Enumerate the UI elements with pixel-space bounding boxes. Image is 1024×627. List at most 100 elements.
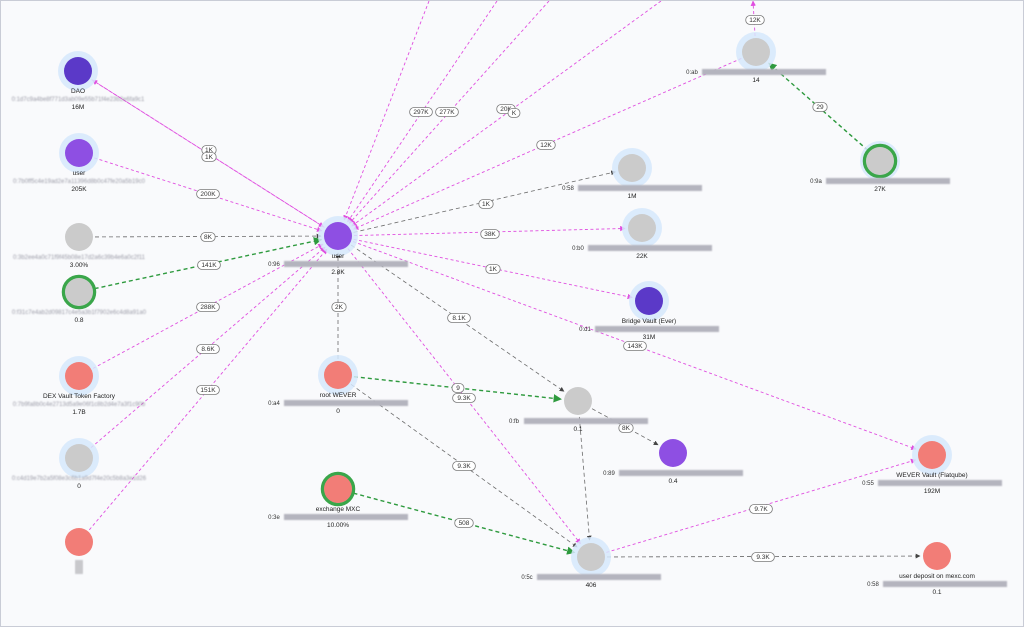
edge-label-ring_l-to-user_center: 141K — [197, 260, 221, 270]
edge-label-root_wever-to-n01: 9 — [451, 383, 465, 393]
node-address: 0:5c — [521, 574, 661, 581]
node-address: 0:f31c7e4ab2d09817c4e5a3b1f7902e6c4d8a91… — [12, 310, 147, 316]
node-name: user — [332, 253, 345, 260]
edge-label-text: 1K — [482, 201, 491, 208]
node-value: 0.8 — [74, 317, 83, 324]
node-circle[interactable] — [866, 147, 894, 175]
node-circle[interactable] — [659, 439, 687, 467]
edge-n01-to-n406[interactable] — [578, 416, 592, 541]
node-name: DAO — [71, 88, 85, 95]
node-salmon_bl[interactable] — [65, 528, 93, 574]
edge-user_center-to-dao[interactable] — [91, 79, 325, 228]
edge-root_wever-to-n406[interactable] — [350, 384, 578, 548]
edge-label-user_center-to-bridge: 1K — [485, 264, 501, 274]
node-address: 0:7b9fa8b0c4e2713d5a9e06f1c8b2d4e7a3f1c9… — [13, 402, 146, 408]
node-circle[interactable] — [628, 214, 656, 242]
node-dex_factory[interactable]: DEX Vault Token Factory0:7b9fa8b0c4e2713… — [13, 356, 146, 416]
node-ring — [320, 471, 356, 507]
node-value: 0.4 — [668, 478, 677, 485]
edge-label-user_center-to-flatqube: 143K — [623, 341, 647, 351]
edge-dao-to-user_center[interactable] — [91, 79, 325, 228]
edge-top_a-to-user_center[interactable] — [343, 1, 430, 221]
node-circle[interactable] — [635, 287, 663, 315]
edge-label-text: 200K — [200, 191, 216, 198]
node-address-text: 0:5c — [521, 575, 532, 581]
node-address-text: 0:55 — [862, 481, 874, 487]
node-gray_l1[interactable]: 0:3b2ee4a0c71f9f45b08e17d2a6c39b4e6a0c2f… — [13, 223, 146, 269]
node-value: 22K — [636, 253, 648, 260]
edge-user_center-to-flatqube[interactable] — [352, 241, 917, 450]
node-circle[interactable] — [65, 528, 93, 556]
node-value: 205K — [71, 186, 87, 193]
node-address: 0:b0 — [572, 245, 712, 252]
node-gray_l2[interactable]: 0:c4d19e7b2a5f08e3c6b1a9d7f4e20c5b8a3e1d… — [12, 438, 147, 490]
node-address-text: 0:96 — [268, 262, 280, 268]
edge-user_l1-to-user_center[interactable] — [94, 157, 323, 232]
node-circle[interactable] — [918, 441, 946, 469]
edge-user_center-to-bridge[interactable] — [353, 238, 633, 300]
node-circle[interactable] — [64, 57, 92, 85]
node-circle[interactable] — [564, 387, 592, 415]
node-circle[interactable] — [324, 475, 352, 503]
node-ring — [862, 143, 898, 179]
node-address-redacted — [284, 261, 408, 267]
node-user_l1[interactable]: user0:7b0ff5c4e19ad2e7a11396d8b0c47fe20a… — [13, 133, 146, 193]
edge-label-text: 1K — [489, 266, 498, 273]
edge-label-user_center-to-dao: 1K — [201, 152, 217, 162]
edge-label-text: 1K — [205, 147, 214, 154]
node-address: 0:3b2ee4a0c71f9f45b08e17d2a6c39b4e6a0c2f… — [13, 255, 146, 261]
edge-label-n27k-to-n14: 29 — [812, 102, 828, 112]
edge-label-root_wever-to-user_center: 2K — [331, 302, 347, 312]
node-address-text: 0:1d7c9a4be8f771d3ab09e55b71f4e23b2e6fa9… — [12, 97, 145, 103]
node-value: 1M — [627, 193, 636, 200]
node-ring_l[interactable]: 0:f31c7e4ab2d09817c4e5a3b1f7902e6c4d8a91… — [12, 274, 147, 325]
edge-label-text: 8K — [204, 234, 213, 241]
node-n01[interactable]: 0:fb0.1 — [509, 387, 648, 433]
node-circle[interactable] — [324, 222, 352, 250]
node-address: 0:a4 — [268, 400, 408, 407]
node-address: 0:d1 — [579, 326, 719, 333]
edge-user_center-to-n22k[interactable] — [353, 225, 626, 237]
node-address-text: 0:58 — [867, 582, 879, 588]
edge-label-text: 2K — [335, 304, 344, 311]
node-circle[interactable] — [65, 362, 93, 390]
node-circle[interactable] — [65, 223, 93, 251]
node-circle[interactable] — [65, 139, 93, 167]
node-circle[interactable] — [618, 154, 646, 182]
edge-label-n01-to-n406: 9.3K — [452, 461, 476, 471]
node-address-text: 0:a4 — [268, 401, 280, 407]
node-circle[interactable] — [577, 543, 605, 571]
node-address: 0:96 — [268, 261, 408, 268]
node-name: root WEVER — [320, 392, 357, 399]
node-name: user — [73, 170, 86, 177]
edge-label-text: 9.3K — [457, 463, 471, 470]
node-name: user deposit on mexc.com — [899, 573, 975, 580]
node-circle[interactable] — [324, 361, 352, 389]
node-circle[interactable] — [742, 38, 770, 66]
edge-label-text: 1K — [205, 154, 214, 161]
node-circle[interactable] — [65, 444, 93, 472]
node-address-redacted — [595, 326, 719, 332]
node-circle[interactable] — [65, 278, 93, 306]
node-address-redacted — [284, 400, 408, 406]
node-address: 0:3e — [268, 514, 408, 521]
node-circle[interactable] — [923, 542, 951, 570]
edge-label-text: 8K — [622, 425, 631, 432]
node-dao[interactable]: DAO 0:1d7c9a4be8f771d3ab09e55b71f4e23b2e6… — [12, 51, 145, 111]
node-address-text: 0:7b9fa8b0c4e2713d5a9e06f1c8b2d4e7a3f1c9… — [13, 402, 146, 408]
node-n04[interactable]: 0:890.4 — [603, 439, 743, 485]
